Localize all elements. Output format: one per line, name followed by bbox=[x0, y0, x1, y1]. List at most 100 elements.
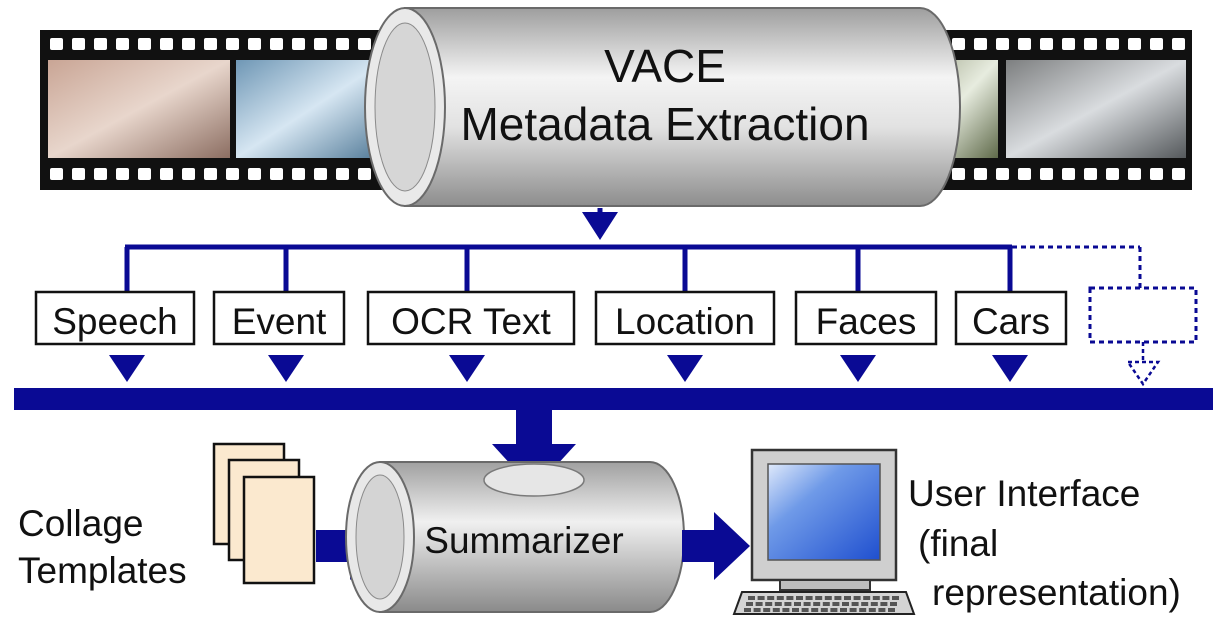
keyboard-key bbox=[803, 602, 811, 606]
keyboard-key bbox=[880, 602, 888, 606]
keyboard-key bbox=[748, 596, 755, 600]
arrow-down-icon bbox=[449, 355, 485, 382]
keyboard-key bbox=[849, 608, 857, 612]
sprocket-hole bbox=[1128, 38, 1141, 50]
extractor-row: Speech Event OCR Text Location Faces Car… bbox=[34, 286, 1198, 346]
sprocket-hole bbox=[336, 168, 349, 180]
arrow-down-icon bbox=[840, 355, 876, 382]
sprocket-hole bbox=[1084, 38, 1097, 50]
keyboard-key bbox=[820, 608, 828, 612]
sprocket-hole bbox=[1018, 38, 1031, 50]
sprocket-hole bbox=[1062, 168, 1075, 180]
sprocket-hole bbox=[1084, 168, 1097, 180]
keyboard-key bbox=[786, 596, 794, 600]
keyboard-key bbox=[746, 602, 753, 606]
keyboard-key bbox=[772, 608, 780, 612]
sprocket-hole bbox=[94, 168, 107, 180]
sprocket-hole bbox=[182, 38, 195, 50]
summarizer-cylinder: Summarizer bbox=[345, 461, 685, 613]
extractor-ocr-text: OCR Text bbox=[366, 290, 576, 346]
keyboard-key bbox=[853, 596, 861, 600]
extractor-output-arrows bbox=[109, 342, 1161, 387]
sprocket-hole bbox=[996, 168, 1009, 180]
keyboard-key bbox=[890, 602, 897, 606]
sprocket-hole bbox=[1106, 168, 1119, 180]
arrow-down-icon bbox=[992, 355, 1028, 382]
keyboard-key bbox=[753, 608, 761, 612]
keyboard-key bbox=[892, 596, 899, 600]
sprocket-hole bbox=[270, 168, 283, 180]
keyboard-key bbox=[842, 602, 849, 606]
film-strip-icon bbox=[40, 30, 392, 190]
keyboard-key bbox=[765, 602, 773, 606]
keyboard-key bbox=[859, 608, 867, 612]
sprocket-hole bbox=[336, 38, 349, 50]
collage-label-line1: Collage bbox=[18, 503, 143, 544]
sprocket-hole bbox=[138, 168, 151, 180]
sprocket-hole bbox=[72, 38, 85, 50]
extractor-label: OCR Text bbox=[391, 301, 551, 342]
extractor-connectors bbox=[124, 208, 1142, 292]
keyboard-key bbox=[832, 602, 840, 606]
extractor-label: Location bbox=[615, 301, 755, 342]
metadata-bus bbox=[14, 388, 1213, 410]
keyboard-key bbox=[794, 602, 801, 606]
arrow-down-icon bbox=[109, 355, 145, 382]
sprocket-hole bbox=[72, 168, 85, 180]
keyboard-key bbox=[870, 602, 878, 606]
sprocket-hole bbox=[1040, 38, 1053, 50]
metadata-extraction-cylinder: VACE Metadata Extraction bbox=[364, 7, 961, 207]
keyboard-key bbox=[763, 608, 771, 612]
video-frame bbox=[1006, 60, 1186, 158]
sprocket-hole bbox=[226, 38, 239, 50]
document-stack-icon bbox=[212, 442, 316, 585]
video-frame bbox=[48, 60, 230, 158]
extractor-label: Faces bbox=[816, 301, 917, 342]
sprocket-hole bbox=[314, 168, 327, 180]
collage-templates: Collage Templates bbox=[18, 442, 386, 591]
sprocket-hole bbox=[1172, 168, 1185, 180]
keyboard-key bbox=[863, 596, 871, 600]
summarizer-label: Summarizer bbox=[424, 520, 623, 561]
keyboard-key bbox=[834, 596, 842, 600]
sprocket-hole bbox=[314, 38, 327, 50]
extractor-label: Event bbox=[232, 301, 327, 342]
keyboard-key bbox=[784, 602, 792, 606]
cylinder-subtitle: Metadata Extraction bbox=[460, 98, 869, 150]
sprocket-hole bbox=[996, 38, 1009, 50]
sprocket-hole bbox=[292, 38, 305, 50]
sprocket-hole bbox=[226, 168, 239, 180]
extractor-location: Location bbox=[594, 290, 776, 346]
sprocket-hole bbox=[1062, 38, 1075, 50]
sprocket-hole bbox=[270, 38, 283, 50]
arrow-down-icon bbox=[1125, 360, 1161, 387]
sprocket-hole bbox=[182, 168, 195, 180]
arrow-down-icon bbox=[268, 355, 304, 382]
extractor-faces: Faces bbox=[794, 290, 938, 346]
sprocket-hole bbox=[1172, 38, 1185, 50]
sprocket-hole bbox=[50, 38, 63, 50]
keyboard-key bbox=[844, 596, 851, 600]
keyboard-key bbox=[757, 596, 765, 600]
sprocket-hole bbox=[952, 38, 965, 50]
extractor-placeholder bbox=[1088, 286, 1198, 344]
keyboard-key bbox=[851, 602, 859, 606]
keyboard-key bbox=[822, 602, 830, 606]
keyboard-keys bbox=[744, 596, 899, 612]
keyboard-key bbox=[830, 608, 838, 612]
keyboard-key bbox=[815, 596, 823, 600]
sprocket-hole bbox=[1018, 168, 1031, 180]
computer-icon bbox=[732, 448, 916, 615]
sprocket-hole bbox=[952, 168, 965, 180]
sprocket-hole bbox=[116, 38, 129, 50]
ui-label-line1: User Interface bbox=[908, 473, 1140, 514]
cylinder-title: VACE bbox=[604, 40, 726, 92]
sprocket-hole bbox=[1106, 38, 1119, 50]
sprocket-hole bbox=[160, 168, 173, 180]
sprocket-hole bbox=[94, 38, 107, 50]
sprocket-hole bbox=[1150, 38, 1163, 50]
keyboard-key bbox=[792, 608, 799, 612]
keyboard-key bbox=[813, 602, 821, 606]
